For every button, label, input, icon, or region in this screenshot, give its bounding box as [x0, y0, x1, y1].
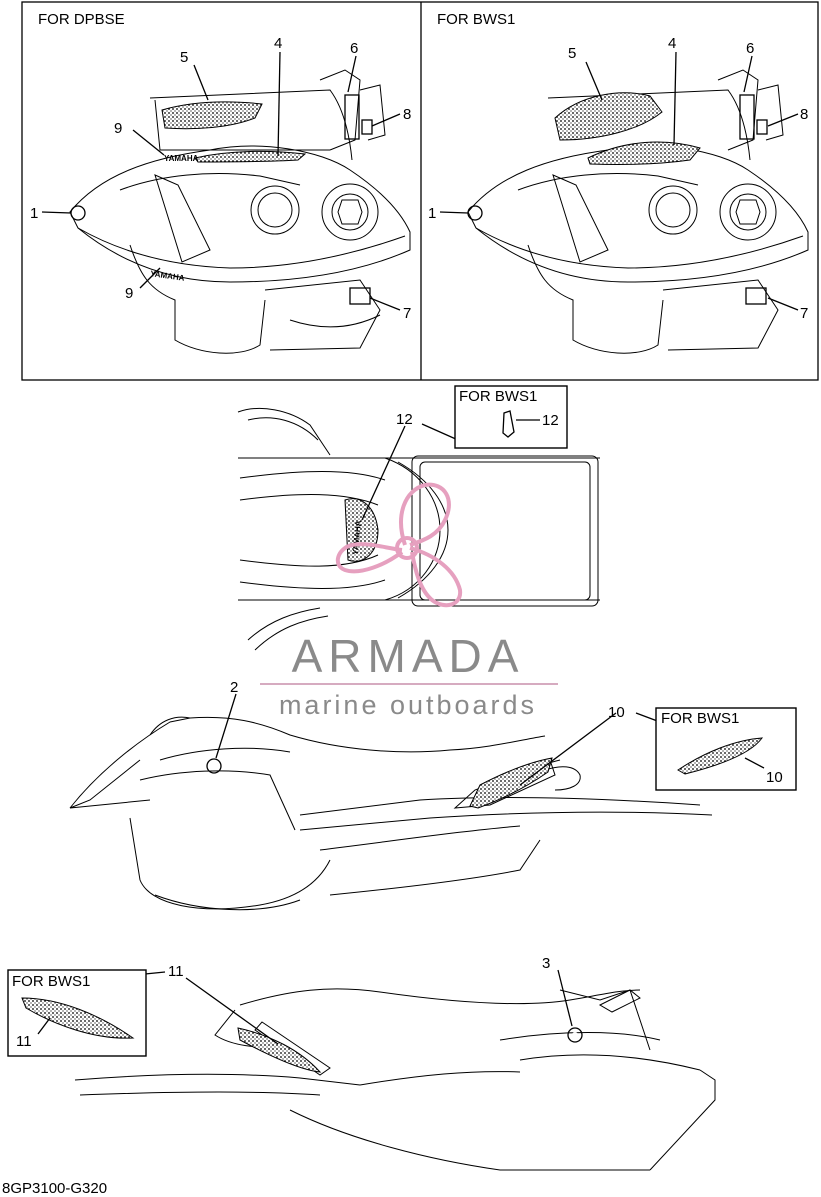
watermark-tagline: marine outboards: [279, 690, 537, 720]
callout-label: 1: [428, 205, 436, 222]
inset-title: FOR BWS1: [661, 710, 739, 727]
side-view-left: 3 11 FOR BWS1 11: [7, 955, 716, 1171]
callout-label: 4: [274, 35, 282, 52]
callout-label: 12: [396, 411, 413, 428]
callout-label: 7: [800, 305, 808, 322]
rear-top-view: YAMAHA 12 FOR BWS1 12: [237, 385, 600, 651]
callout-label: 8: [800, 106, 808, 123]
callout-label: 1: [30, 205, 38, 222]
diagram-code: 8GP3100-G320: [2, 1180, 107, 1197]
callout-label: 3: [542, 955, 550, 972]
armada-watermark: ARMADA marine outboards: [260, 482, 558, 720]
callout-label: 5: [180, 49, 188, 66]
callout-label: 9: [125, 285, 133, 302]
yamaha-decal-text: YAMAHA: [351, 520, 363, 555]
inset-title: FOR BWS1: [12, 973, 90, 990]
callout-label: 11: [16, 1033, 32, 1050]
front-view-bws1: 5 4 6 8 1 7: [428, 35, 809, 354]
propeller-logo-icon: [335, 482, 463, 608]
watermark-brand: ARMADA: [292, 630, 525, 682]
side-view-right: 2 10 FOR BWS1 10: [69, 679, 797, 911]
callout-label: 8: [403, 106, 411, 123]
callout-label: 6: [350, 40, 358, 57]
callout-label: 7: [403, 305, 411, 322]
front-view-dpbse: YAMAHA YAMAHA 1 9 5 4 6 8 9 7: [30, 35, 411, 354]
callout-label: 5: [568, 45, 576, 62]
callout-label: 12: [542, 412, 559, 429]
inset-title: FOR BWS1: [459, 388, 537, 405]
callout-label: 2: [230, 679, 238, 696]
callout-label: 10: [766, 769, 783, 786]
top-panels: FOR DPBSE FOR BWS1: [21, 1, 819, 381]
callout-label: 10: [608, 704, 625, 721]
panel-title-dpbse: FOR DPBSE: [38, 11, 125, 28]
yamaha-decal-text: YAMAHA: [150, 269, 186, 283]
callout-label: 6: [746, 40, 754, 57]
callout-label: 4: [668, 35, 676, 52]
yamaha-decal-text: YAMAHA: [164, 154, 199, 163]
panel-title-bws1: FOR BWS1: [437, 11, 515, 28]
callout-label: 11: [168, 963, 184, 980]
callout-label: 9: [114, 120, 122, 137]
